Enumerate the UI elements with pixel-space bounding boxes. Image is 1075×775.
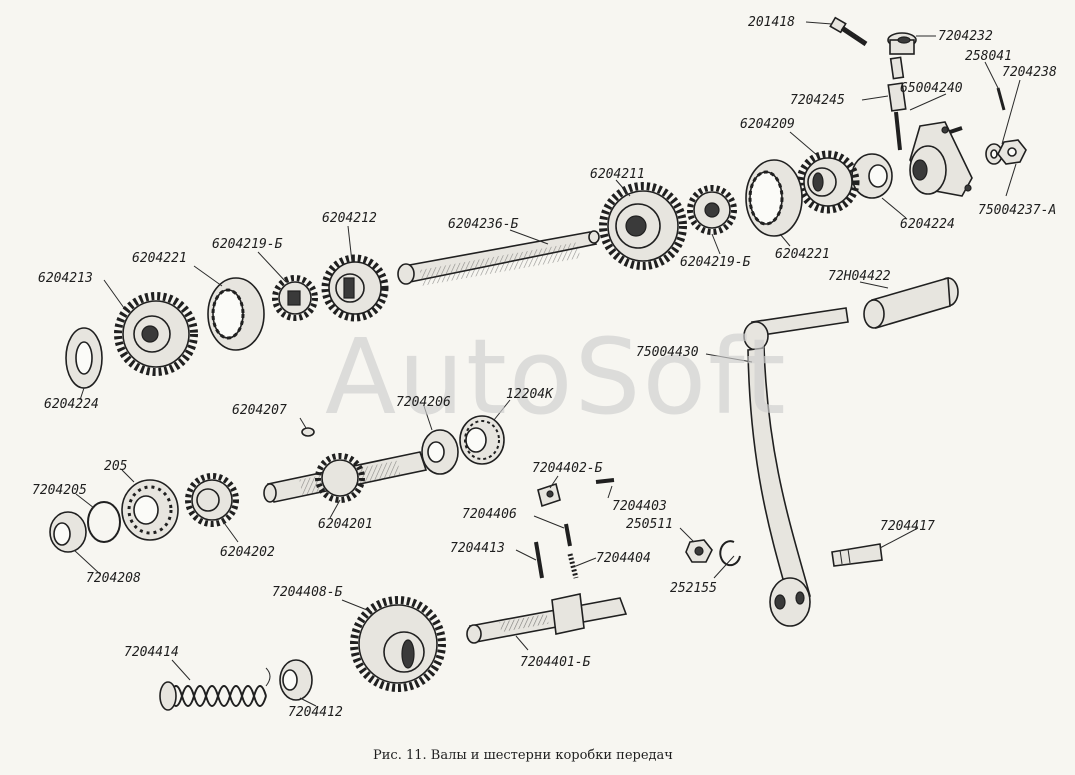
bushing-7204412 xyxy=(279,659,313,701)
label-6204209: 6204209 xyxy=(740,117,795,132)
key-6204207 xyxy=(301,427,315,437)
label-65004240: 65004240 xyxy=(900,81,963,96)
label-6204224-left: 6204224 xyxy=(44,397,99,412)
lever-housing-7204232 xyxy=(887,32,917,55)
label-6204211: 6204211 xyxy=(590,167,645,182)
label-7204413: 7204413 xyxy=(450,541,505,556)
label-6204236: 6204236-Б xyxy=(448,217,519,232)
spring-7204414 xyxy=(159,667,271,711)
label-201418: 201418 xyxy=(748,15,795,30)
gear-6204213 xyxy=(114,292,198,376)
flange-65004240 xyxy=(909,121,973,197)
label-6204207: 6204207 xyxy=(232,403,287,418)
snap-ring-7204205 xyxy=(87,501,121,543)
label-7204412: 7204412 xyxy=(288,705,343,720)
label-75004430: 75004430 xyxy=(636,345,699,360)
gear-6204212 xyxy=(321,254,389,322)
pin-7204403 xyxy=(595,478,615,484)
shaft-pin-7204245 xyxy=(887,56,907,151)
cotter-pin-258041 xyxy=(996,87,1006,111)
label-72H04422: 72Н04422 xyxy=(828,269,891,284)
fork-7204402 xyxy=(537,482,561,508)
main-shaft-6204236 xyxy=(397,230,600,286)
label-6204224-right: 6204224 xyxy=(900,217,955,232)
lever-grip-72H04422 xyxy=(863,276,959,330)
bolt-7204417 xyxy=(831,543,883,567)
label-7204401: 7204401-Б xyxy=(520,655,591,670)
pin-7204413 xyxy=(534,541,544,579)
gear-6204209 xyxy=(796,150,860,214)
bolt-201418 xyxy=(829,16,868,47)
gear-6204219b-right xyxy=(687,185,737,235)
pin-7204406 xyxy=(564,523,572,547)
gear-6204219b-left xyxy=(272,275,318,321)
label-12204K: 12204К xyxy=(506,387,553,402)
label-7204208: 7204208 xyxy=(86,571,141,586)
label-7204205: 7204205 xyxy=(32,483,87,498)
synchro-ring-6204221-right xyxy=(745,159,803,237)
label-7204406: 7204406 xyxy=(462,507,517,522)
nut-250511 xyxy=(685,539,713,563)
label-7204232: 7204232 xyxy=(938,29,993,44)
label-7204408: 7204408-Б xyxy=(272,585,343,600)
input-shaft-6204201 xyxy=(263,451,428,503)
figure-caption: Рис. 11. Валы и шестерни коробки передач xyxy=(373,748,673,763)
label-7204404: 7204404 xyxy=(596,551,651,566)
label-6204202: 6204202 xyxy=(220,545,275,560)
gear-6204211 xyxy=(599,182,687,270)
watermark: AutoSoft xyxy=(325,316,788,438)
bearing-12204K xyxy=(459,415,505,465)
label-7204402: 7204402-Б xyxy=(532,461,603,476)
label-7204206: 7204206 xyxy=(396,395,451,410)
gear-7204408 xyxy=(350,596,446,692)
castle-nut-75004237 xyxy=(997,139,1027,165)
leader-lines xyxy=(73,21,1021,707)
label-7204403: 7204403 xyxy=(612,499,667,514)
label-7204417: 7204417 xyxy=(880,519,935,534)
synchro-ring-6204221-left xyxy=(207,277,265,351)
shift-shaft-7204401 xyxy=(466,593,628,644)
roller-race-7204206 xyxy=(421,429,459,475)
ring-252155 xyxy=(719,540,741,567)
label-6204201: 6204201 xyxy=(318,517,373,532)
label-7204414: 7204414 xyxy=(124,645,179,660)
shift-lever-75004430 xyxy=(743,307,849,627)
label-6204219b-left: 6204219-Б xyxy=(212,237,283,252)
bearing-205 xyxy=(121,479,179,541)
label-205: 205 xyxy=(104,459,128,474)
label-7204245: 7204245 xyxy=(790,93,845,108)
washer-6204224-left xyxy=(65,327,103,389)
label-7204238: 7204238 xyxy=(1002,65,1057,80)
label-258041: 258041 xyxy=(965,49,1012,64)
label-6204221-right: 6204221 xyxy=(775,247,830,262)
label-6204213: 6204213 xyxy=(38,271,93,286)
gear-6204202 xyxy=(185,473,239,527)
label-6204212: 6204212 xyxy=(322,211,377,226)
label-6204221-left: 6204221 xyxy=(132,251,187,266)
washer-6204224-right xyxy=(851,153,893,199)
bushing-7204208 xyxy=(49,511,87,553)
label-252155: 252155 xyxy=(670,581,717,596)
label-75004237: 75004237-А xyxy=(978,203,1057,218)
spring-7204404 xyxy=(567,553,579,579)
label-250511: 250511 xyxy=(626,517,673,532)
label-6204219b-right: 6204219-Б xyxy=(680,255,751,270)
